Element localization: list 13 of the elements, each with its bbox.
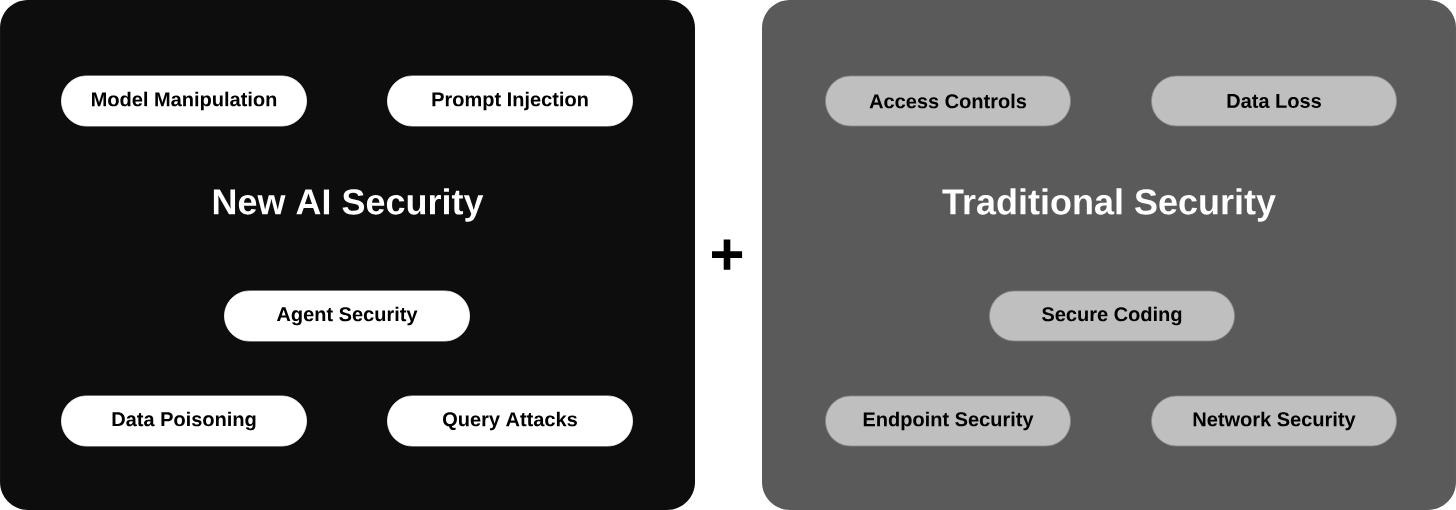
pill-box: Prompt Injection bbox=[387, 75, 633, 127]
plus-sign: + bbox=[712, 239, 743, 270]
pill-box: Network Security bbox=[1151, 395, 1397, 447]
pill-box: Model Manipulation bbox=[61, 75, 307, 127]
pill-box: Secure Coding bbox=[989, 290, 1235, 342]
pill-box: Endpoint Security bbox=[825, 395, 1071, 447]
pill-box: Access Controls bbox=[825, 75, 1071, 127]
pill-box: Data Loss bbox=[1151, 75, 1397, 127]
pill-box: Agent Security bbox=[224, 290, 470, 342]
pill-box: Query Attacks bbox=[387, 395, 633, 447]
pill-box: Data Poisoning bbox=[61, 395, 307, 447]
panel-title: New AI Security bbox=[213, 188, 484, 222]
panel-title: Traditional Security bbox=[942, 188, 1276, 222]
